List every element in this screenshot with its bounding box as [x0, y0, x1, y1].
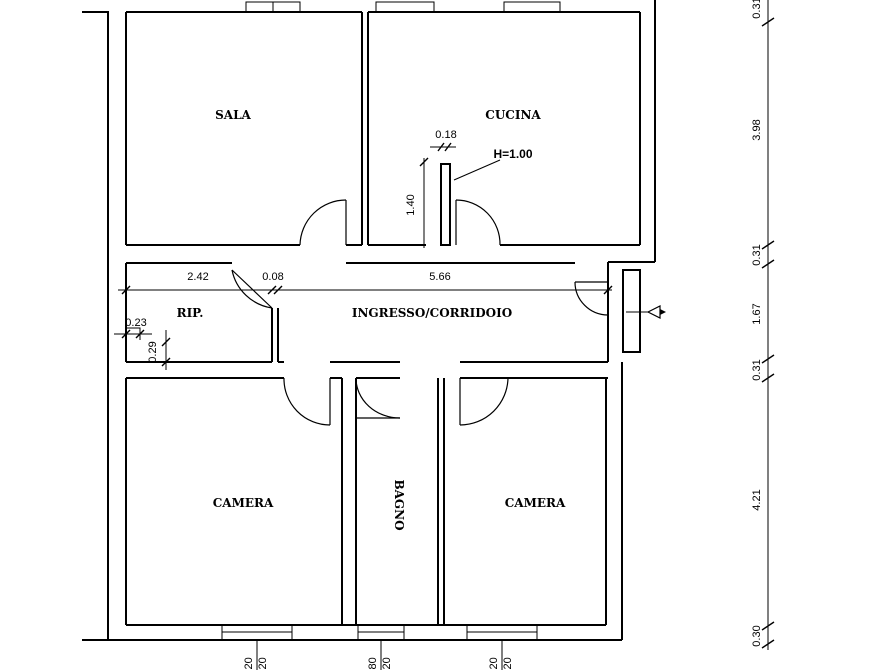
vertical-dim-0: 0.31	[751, 0, 763, 19]
step-width-label: 0.23	[125, 317, 146, 329]
bottom-dim-3: 1.20	[381, 657, 393, 670]
room-label-bagno: BAGNO	[392, 479, 406, 530]
corridor-dimension-line	[118, 285, 613, 295]
bottom-dim-0: 1.20	[243, 657, 255, 670]
room-label-camera-left: CAMERA	[213, 496, 274, 510]
height-note-label: H=1.00	[493, 147, 532, 161]
stub-length-label: 1.40	[405, 194, 417, 215]
room-label-camera-right: CAMERA	[505, 496, 566, 510]
step-dimensions	[114, 327, 171, 370]
room-label-corridor: INGRESSO/CORRIDOIO	[352, 306, 512, 320]
bottom-dim-1: 1.20	[257, 657, 269, 670]
room-label-rip: RIP.	[177, 306, 204, 320]
stub-dimensions	[419, 142, 501, 248]
corridor-length-label: 5.66	[429, 271, 450, 283]
step-depth-label: 0.29	[147, 341, 159, 362]
bottom-dim-4: 1.20	[488, 657, 500, 670]
walls	[82, 0, 656, 641]
vertical-dim-6: 0.30	[751, 625, 763, 646]
entry-arrow-icon	[626, 305, 666, 319]
vertical-dim-1: 3.98	[751, 119, 763, 140]
bottom-dim-2: 0.80	[367, 657, 379, 670]
vertical-dim-2: 0.31	[751, 244, 763, 265]
stub-width-label: 0.18	[435, 129, 456, 141]
bottom-dimension-ticks	[256, 640, 503, 670]
vertical-dim-5: 4.21	[751, 489, 763, 510]
room-label-cucina: CUCINA	[485, 108, 541, 122]
rip-wall-label: 0.08	[262, 271, 283, 283]
rip-width-label: 2.42	[187, 271, 208, 283]
vertical-dimension-chain	[761, 0, 775, 650]
vertical-dim-4: 0.31	[751, 359, 763, 380]
bottom-dim-5: 1.20	[502, 657, 514, 670]
vertical-dim-3: 1.67	[751, 303, 763, 324]
doors	[231, 199, 609, 426]
room-label-sala: SALA	[215, 108, 251, 122]
